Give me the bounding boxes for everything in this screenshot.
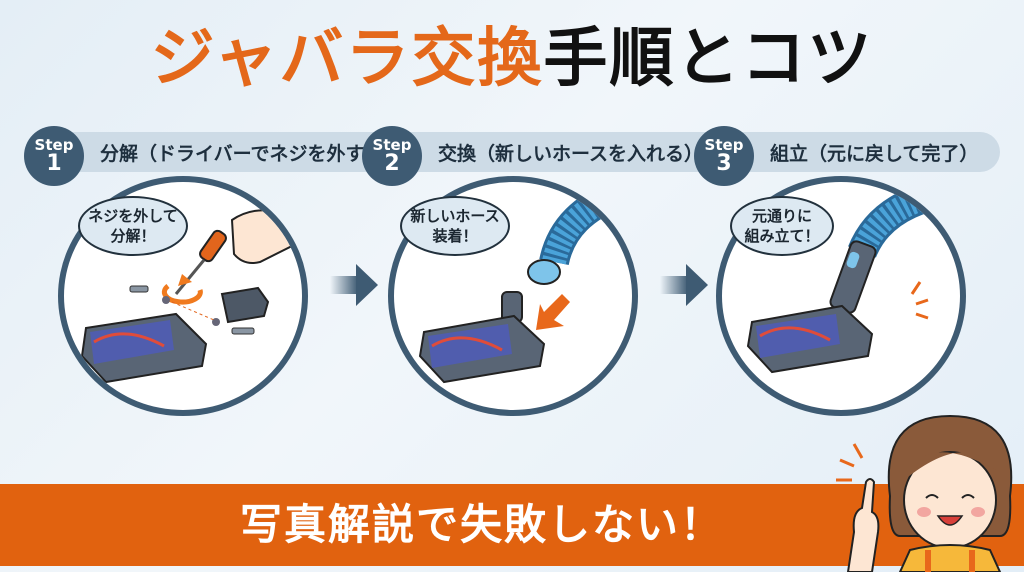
step-1-badge: Step 1 [24, 126, 84, 186]
title-rest: 手順とコツ [543, 22, 874, 96]
step-1-header: Step 1 分解（ドライバーでネジを外す） [24, 126, 406, 186]
step-2-badge: Step 2 [362, 126, 422, 186]
banner-text: 写真解説で失敗しない！ [240, 500, 725, 549]
next-arrow-icon-2 [660, 264, 708, 306]
step-3-speech-bubble: 元通りに組み立て！ [730, 196, 834, 256]
page-title: ジャバラ交換手順とコツ [0, 14, 1024, 104]
step-2-label: 交換（新しいホースを入れる） [392, 132, 726, 172]
step-2-header: Step 2 交換（新しいホースを入れる） [362, 126, 726, 186]
step-1-label: 分解（ドライバーでネジを外す） [54, 132, 406, 172]
step-1-speech-bubble: ネジを外して分解！ [78, 196, 188, 256]
mascot-girl-icon [836, 414, 1013, 572]
title-highlight: ジャバラ交換 [150, 22, 544, 96]
step-2-speech-bubble: 新しいホース装着！ [400, 196, 510, 256]
step-3-header: Step 3 組立（元に戻して完了） [694, 126, 1004, 186]
step-3-badge: Step 3 [694, 126, 754, 186]
next-arrow-icon [330, 264, 378, 306]
step-3-label: 組立（元に戻して完了） [724, 132, 1001, 172]
